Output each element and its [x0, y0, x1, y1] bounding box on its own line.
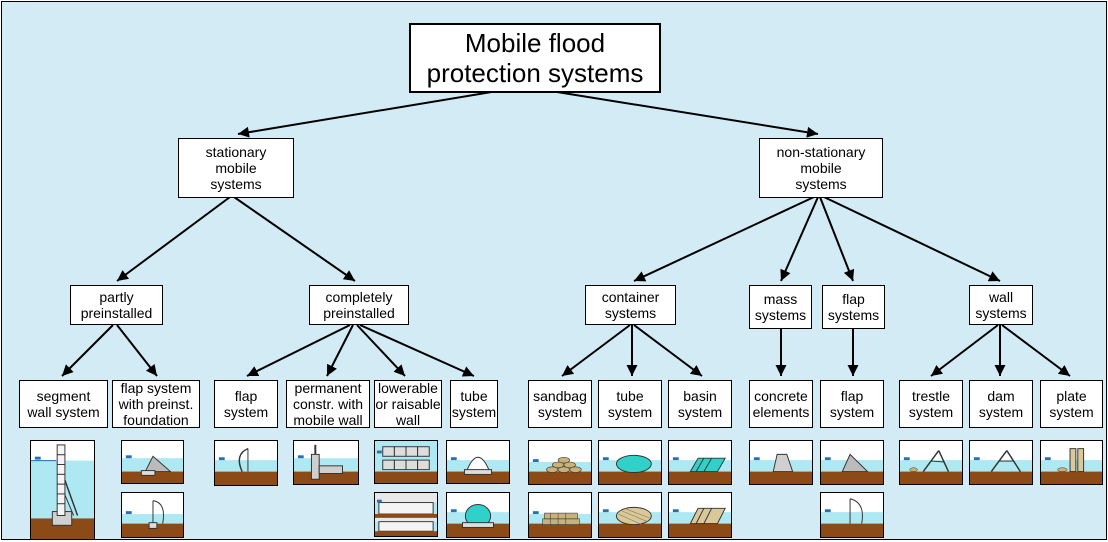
root-node-title: Mobile flood protection systems — [409, 23, 661, 93]
illustration-tube-system-stationary-1 — [446, 440, 510, 484]
node-container-systems: container systems — [585, 285, 676, 325]
illustration-flap-system — [214, 440, 278, 486]
arrow-wall-to-trestle — [930, 324, 999, 377]
illustration-permanent-construction — [293, 440, 359, 485]
node-basin-system: basin system — [668, 380, 732, 428]
illustration-sandbag-2 — [528, 492, 592, 538]
arrow-partly-to-flapfound — [116, 324, 158, 377]
node-partly-preinstalled: partly preinstalled — [70, 285, 163, 325]
illustration-flap-preinst-foundation-1 — [121, 440, 184, 484]
node-mass-systems: mass systems — [749, 285, 812, 329]
illustration-flap-nonstationary-2 — [820, 492, 884, 538]
node-lowerable-raisable-wall: lowerable or raisable wall — [374, 380, 442, 428]
node-non-stationary-mobile-systems: non-stationary mobile systems — [759, 138, 883, 198]
illustration-concrete-elements — [749, 440, 813, 485]
arrow-nonstat-to-mass — [780, 196, 819, 282]
arrow-nonstat-to-wall — [823, 196, 1001, 282]
illustration-dam-system — [969, 440, 1033, 485]
arrow-nonstat-to-container — [633, 196, 815, 282]
node-dam-system: dam system — [969, 380, 1033, 428]
illustration-flap-preinst-foundation-2 — [121, 492, 184, 538]
arrow-root-to-stationary — [237, 86, 523, 138]
illustration-segment-wall — [30, 440, 95, 539]
illustration-tube-container-2 — [598, 492, 662, 538]
node-concrete-elements: concrete elements — [749, 380, 813, 428]
arrow-completely-to-permanent — [326, 324, 354, 377]
illustration-basin-2 — [668, 492, 732, 538]
arrow-wall-to-plate — [1001, 324, 1071, 377]
illustration-tube-system-stationary-2 — [446, 492, 510, 538]
node-permanent-constr-mobile-wall: permanent constr. with mobile wall — [286, 380, 370, 428]
arrow-container-to-basin — [633, 324, 703, 377]
node-flap-system-preinst-foundation: flap system with preinst. foundation — [112, 380, 200, 428]
node-segment-wall-system: segment wall system — [19, 380, 108, 428]
node-wall-systems: wall systems — [969, 285, 1033, 325]
arrow-nonstat-to-flap — [819, 196, 855, 282]
node-sandbag-system: sandbag system — [528, 380, 592, 428]
illustration-lowerable-wall-2 — [374, 492, 438, 537]
illustration-tube-container-1 — [598, 440, 662, 485]
arrow-completely-to-flap — [246, 324, 351, 377]
illustration-basin-1 — [668, 440, 732, 485]
node-tube-system-stationary: tube system — [450, 380, 498, 428]
node-completely-preinstalled: completely preinstalled — [309, 285, 409, 325]
node-flap-system: flap system — [214, 380, 278, 428]
node-stationary-mobile-systems: stationary mobile systems — [178, 138, 294, 198]
illustration-lowerable-wall-1 — [374, 440, 438, 484]
node-tube-system-container: tube system — [598, 380, 662, 428]
illustration-sandbag-1 — [528, 440, 592, 485]
illustration-flap-nonstationary-1 — [820, 440, 884, 485]
arrow-stationary-to-completely — [233, 196, 356, 282]
arrow-completely-to-tube — [359, 324, 475, 377]
arrow-partly-to-segment — [61, 324, 114, 377]
illustration-trestle-system — [899, 440, 963, 485]
node-plate-system: plate system — [1040, 380, 1103, 428]
arrow-stationary-to-partly — [116, 196, 231, 282]
illustration-plate-system — [1040, 440, 1103, 485]
arrow-container-to-sandbag — [561, 324, 631, 377]
arrow-completely-to-lowerable — [356, 324, 406, 377]
arrow-root-to-non-stationary — [525, 86, 819, 138]
node-trestle-system: trestle system — [899, 380, 963, 428]
node-flap-systems: flap systems — [822, 285, 885, 329]
node-flap-system-nonstationary: flap system — [820, 380, 884, 428]
